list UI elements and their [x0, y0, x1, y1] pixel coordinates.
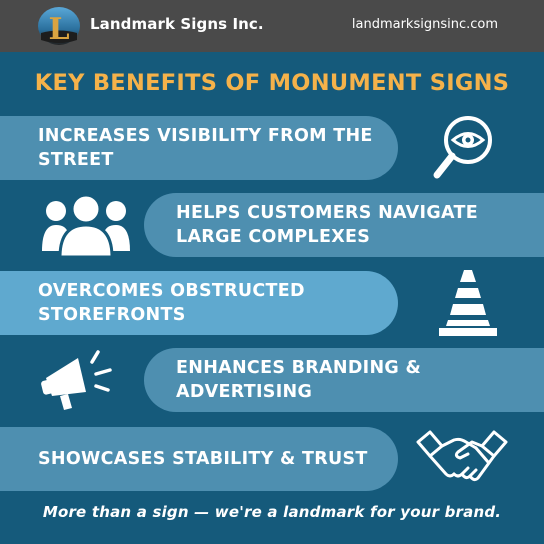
- benefit-visibility: INCREASES VISIBILITY FROM THE STREET: [0, 116, 398, 180]
- logo-icon: L: [38, 7, 80, 46]
- svg-text:L: L: [48, 12, 69, 46]
- benefit-line: OVERCOMES OBSTRUCTED: [38, 281, 305, 301]
- page-title: KEY BENEFITS OF MONUMENT SIGNS: [34, 70, 510, 96]
- top-bar: L Landmark Signs Inc. landmarksignsinc.c…: [0, 0, 544, 52]
- traffic-cone-icon: [439, 270, 497, 336]
- benefit-line: ADVERTISING: [176, 382, 313, 402]
- magnifier-eye-icon: [433, 116, 492, 179]
- benefit-line: STREET: [38, 150, 114, 170]
- benefit-line: SHOWCASES STABILITY & TRUST: [38, 449, 368, 469]
- benefit-storefronts: OVERCOMES OBSTRUCTED STOREFRONTS: [0, 271, 398, 335]
- benefit-line: INCREASES VISIBILITY FROM THE: [38, 126, 373, 146]
- benefit-navigation: HELPS CUSTOMERS NAVIGATE LARGE COMPLEXES: [144, 193, 544, 257]
- brand-name: Landmark Signs Inc.: [90, 15, 264, 33]
- benefit-line: ENHANCES BRANDING &: [176, 358, 422, 378]
- benefit-line: STOREFRONTS: [38, 305, 186, 325]
- website-url[interactable]: landmarksignsinc.com: [351, 17, 498, 32]
- megaphone-icon: [41, 350, 112, 410]
- benefit-line: LARGE COMPLEXES: [176, 227, 371, 247]
- handshake-icon: [416, 430, 508, 482]
- people-group-icon: [42, 193, 130, 259]
- benefit-branding: ENHANCES BRANDING & ADVERTISING: [144, 348, 544, 412]
- benefit-line: HELPS CUSTOMERS NAVIGATE: [176, 203, 478, 223]
- benefit-trust: SHOWCASES STABILITY & TRUST: [0, 427, 398, 491]
- tagline: More than a sign — we're a landmark for …: [42, 503, 502, 521]
